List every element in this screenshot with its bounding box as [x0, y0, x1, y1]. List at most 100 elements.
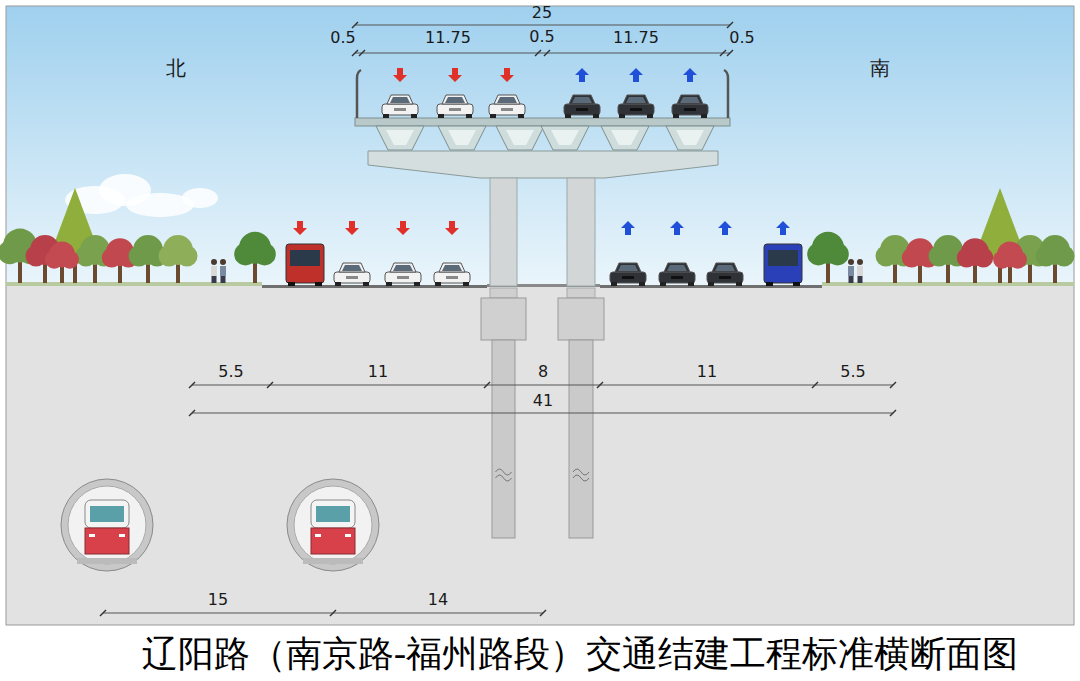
dimension-tick [189, 382, 195, 388]
car-windshield [667, 265, 687, 271]
tree-canopy [876, 246, 897, 267]
tree [234, 232, 276, 283]
direction-arrow [396, 221, 410, 235]
dimension-tick [352, 50, 358, 56]
bus-body [286, 244, 324, 283]
car-grille [684, 108, 696, 111]
car-wheel [363, 282, 369, 286]
dimension-tick [100, 610, 106, 616]
box-girder-void [551, 130, 579, 145]
car-windshield [445, 97, 465, 103]
dimension-tick [720, 50, 726, 56]
car-body [489, 104, 525, 115]
car-windshield [497, 97, 517, 103]
box-girder-cell [376, 126, 424, 150]
car-grille [346, 276, 358, 279]
car-wheel [673, 114, 679, 118]
dimension-line [352, 22, 733, 28]
car-grille [446, 276, 458, 279]
bus-body [764, 244, 802, 283]
tree-canopy [826, 243, 848, 265]
train-light [119, 534, 125, 537]
tunnel-bore [68, 486, 146, 564]
tree-canopy [902, 248, 922, 268]
car-wheel [660, 282, 666, 286]
pier-column [567, 178, 595, 286]
bus-wheel [315, 282, 322, 286]
car-wheel [565, 114, 571, 118]
car-windshield [572, 97, 592, 103]
car-cabin [390, 263, 416, 272]
dimension-label: 0.5 [330, 29, 355, 47]
car-windshield [342, 265, 362, 271]
car-wheel [411, 114, 417, 118]
train-bottom [85, 528, 129, 554]
dimension-label: 11 [368, 363, 388, 381]
dimension-tick [890, 410, 896, 416]
car-wheel [466, 114, 472, 118]
direction-arrow [575, 68, 589, 82]
car-wheel [701, 114, 707, 118]
pedestrian [211, 259, 217, 283]
car-windshield [626, 97, 646, 103]
direction-label: 南 [870, 57, 890, 79]
tree [993, 241, 1027, 283]
direction-arrow [445, 221, 459, 235]
bus-wheel [288, 282, 295, 286]
dimension-tick [535, 50, 541, 56]
direction-arrow [683, 68, 697, 82]
dimension-tick [540, 610, 546, 616]
car [610, 263, 646, 286]
car-windshield [442, 265, 462, 271]
car-body [382, 104, 418, 115]
tree [45, 241, 79, 283]
tree [957, 238, 993, 283]
dimension-tick [727, 22, 733, 28]
tree-canopy [993, 251, 1011, 269]
car-wheel [619, 114, 625, 118]
dimension-tick [189, 410, 195, 416]
dimension-label: 8 [538, 363, 548, 381]
car-wheel [335, 282, 341, 286]
car-wheel [688, 282, 694, 286]
car-grille [501, 108, 513, 111]
direction-arrow [448, 68, 462, 82]
pedestrian [848, 259, 854, 283]
box-girder-void [676, 130, 704, 145]
car-cabin [712, 263, 738, 272]
tree-canopy [102, 248, 122, 268]
car-windshield [390, 97, 410, 103]
box-girder-cell [666, 126, 714, 150]
pedestrian-head [211, 259, 217, 265]
car-body [659, 272, 695, 283]
car-cabin [339, 263, 365, 272]
tree-canopy [1036, 246, 1057, 267]
car-grille [671, 276, 683, 279]
pedestrian-head [220, 259, 226, 265]
car-cabin [677, 95, 703, 104]
bus-windshield [290, 250, 320, 266]
car-cabin [439, 263, 465, 272]
pedestrian-head [848, 259, 854, 265]
tree-canopy [807, 243, 829, 265]
dimension-tick [359, 50, 365, 56]
dimension-label: 0.5 [529, 28, 554, 46]
direction-arrow [500, 68, 514, 82]
parapet [724, 70, 728, 118]
tree-canopy [234, 243, 256, 265]
dimension-tick [890, 382, 896, 388]
bus [764, 244, 802, 286]
car-cabin [494, 95, 520, 104]
box-girder-cell [601, 126, 649, 150]
dimension-line [192, 413, 893, 414]
train-bottom [311, 528, 355, 554]
box-girder-void [611, 130, 639, 145]
car-cabin [664, 263, 690, 272]
car-grille [397, 276, 409, 279]
tunnel-lining [61, 479, 153, 571]
car-grille [719, 276, 731, 279]
car-cabin [615, 263, 641, 272]
pier-column [490, 288, 517, 298]
dimension-label: 11.75 [613, 29, 659, 47]
